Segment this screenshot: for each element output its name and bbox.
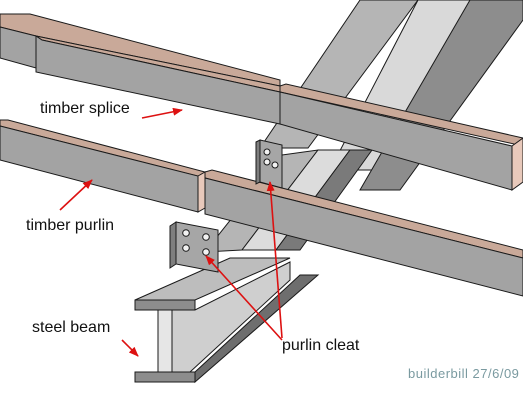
label-timber-purlin: timber purlin [26,217,115,234]
splice-member-right-end [511,137,523,191]
label-purlin-cleat: purlin cleat [282,337,360,354]
timber-purlin-near [0,119,523,297]
label-timber-splice: timber splice [40,100,130,117]
credit-text: builderbill 27/6/09 [408,366,520,381]
cleat-near-edge [169,221,177,269]
bolt-icon [182,229,190,237]
cleat-near-plate [175,221,219,273]
arrow-purlin-cleat-far [266,181,283,339]
cleat-far-plate [259,139,283,189]
purlin-cleat-far [255,139,283,189]
steel-beam-flange-edge [134,299,196,311]
bolt-icon [263,158,271,166]
label-steel-beam: steel beam [32,319,111,336]
bolt-icon [202,233,210,241]
leader-arrows [59,107,283,357]
purlin-right-face [204,177,523,297]
arrow-timber-purlin [59,179,93,211]
purlin-left-face [0,125,199,213]
arrow-steel-beam [121,339,139,357]
bolt-icon [263,148,271,156]
arrow-timber-splice [141,107,183,119]
steel-beam-bottom-flange-top [194,274,320,384]
purlin-right-top [204,169,523,259]
purlin-cleat-near [169,221,219,273]
bolt-icon [202,248,210,256]
steel-beam-web-front [157,309,173,373]
timber-splice-purlin [0,13,523,191]
purlin-left-end [197,171,206,213]
steel-beam-bottom-flange-front [134,371,196,383]
bolt-icon [182,244,190,252]
cleat-far-edge [255,139,261,185]
arrow-purlin-cleat-near [205,255,283,341]
bolt-icon [271,161,279,169]
